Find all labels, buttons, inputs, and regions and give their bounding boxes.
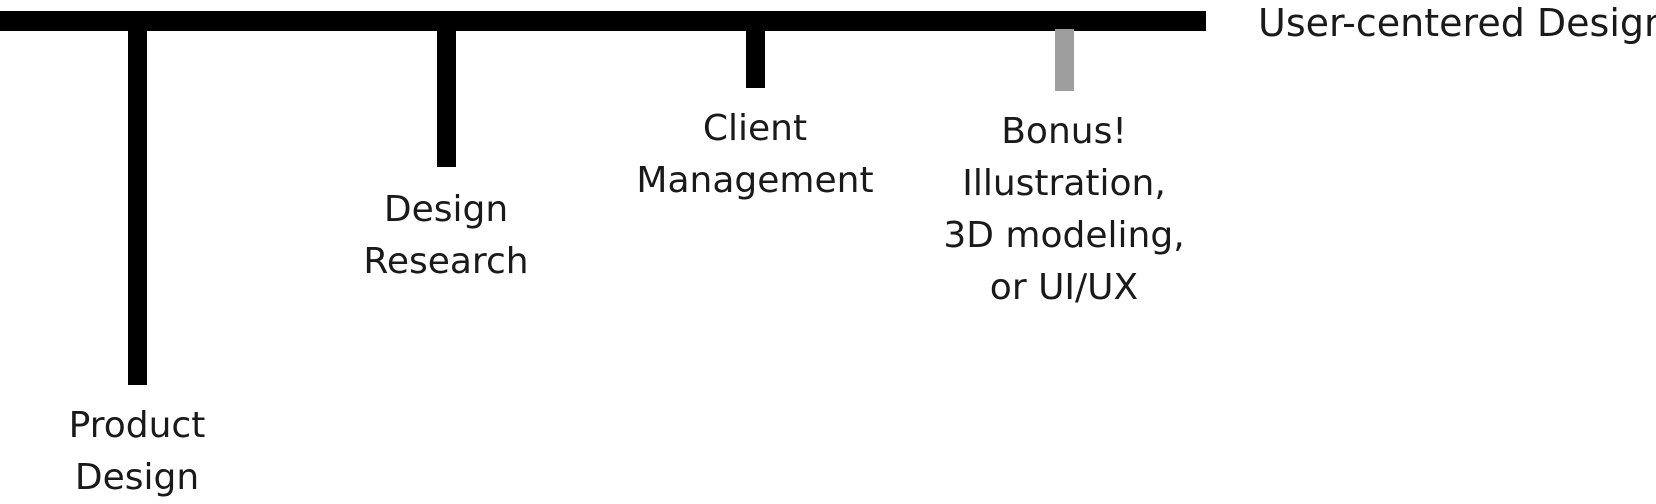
branch-stem-client-management bbox=[746, 29, 765, 88]
branch-stem-bonus bbox=[1055, 29, 1074, 91]
branch-stem-design-research bbox=[437, 29, 456, 167]
branch-stem-product-design bbox=[128, 29, 147, 385]
branch-label-client-management: Client Management bbox=[636, 108, 874, 201]
branch-label-design-research: Design Research bbox=[363, 189, 529, 282]
main-axis-label: User-centered Design bbox=[1258, 1, 1656, 45]
branch-label-product-design: Product Design bbox=[68, 405, 206, 498]
branch-label-bonus: Bonus! Illustration, 3D modeling, or UI/… bbox=[943, 111, 1185, 308]
main-axis-bar bbox=[0, 11, 1206, 31]
